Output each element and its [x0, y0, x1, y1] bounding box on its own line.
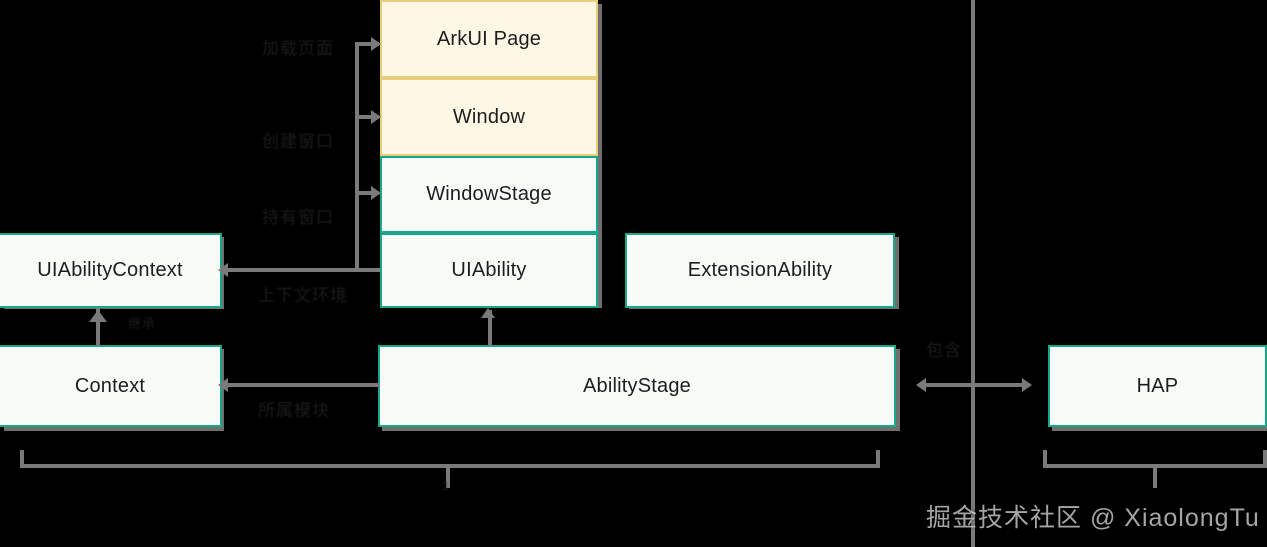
arrowhead-ability-up	[481, 308, 495, 318]
edge-label-context: 上下文环境	[258, 286, 348, 305]
connector-spine	[355, 44, 359, 270]
box-arkui-page-label: ArkUI Page	[436, 27, 542, 50]
box-window-label: Window	[452, 105, 526, 128]
box-ui-ability[interactable]: UIAbility	[380, 233, 598, 308]
box-ability-stage[interactable]: AbilityStage	[378, 345, 896, 427]
connector-to-window-stage	[355, 191, 379, 195]
connector-context-inherit	[96, 308, 100, 346]
bracket-right-tick-start	[1043, 450, 1047, 464]
arrowhead-ui-ability-context	[218, 263, 228, 277]
inheritance-triangle-context	[89, 310, 107, 322]
box-context[interactable]: Context	[0, 345, 222, 427]
arrowhead-window-stage	[371, 186, 381, 200]
vertical-divider	[971, 0, 975, 547]
connector-stage-to-context	[222, 383, 380, 387]
box-ability-stage-label: AbilityStage	[582, 374, 691, 397]
connector-stage-to-ability	[488, 310, 492, 346]
arrowhead-context-left	[218, 378, 228, 392]
edge-label-window: 创建窗口	[262, 132, 334, 151]
bracket-left-label: 1	[442, 478, 451, 493]
box-window[interactable]: Window	[380, 78, 598, 156]
box-hap-label: HAP	[1136, 374, 1179, 397]
box-extension-ability[interactable]: ExtensionAbility	[625, 233, 895, 308]
arrowhead-arkui-page	[371, 37, 381, 51]
box-hap[interactable]: HAP	[1048, 345, 1267, 427]
bracket-right-bar	[1043, 464, 1267, 468]
connector-hap-relation	[925, 383, 1025, 387]
bracket-right-tick-end	[1263, 450, 1267, 464]
box-ui-ability-context[interactable]: UIAbilityContext	[0, 233, 222, 308]
bracket-left-bar	[20, 464, 880, 468]
box-window-stage-label: WindowStage	[426, 183, 552, 205]
bracket-left-stem	[446, 468, 450, 488]
edge-label-stage: 持有窗口	[262, 208, 334, 227]
box-extension-ability-label: ExtensionAbility	[687, 259, 833, 281]
edge-label-inherit: 继承	[128, 316, 157, 331]
edge-label-page: 加载页面	[262, 39, 334, 58]
connector-to-arkui-page	[355, 42, 379, 46]
connector-to-window	[355, 115, 379, 119]
connector-ability-to-context	[222, 268, 380, 272]
arrowhead-hap-right	[1022, 378, 1032, 392]
bracket-right-stem	[1153, 468, 1157, 488]
arrowhead-hap-left	[916, 378, 926, 392]
watermark: 掘金技术社区 @ XiaolongTu	[926, 504, 1260, 532]
box-ui-ability-label: UIAbility	[451, 259, 527, 281]
edge-label-stage-relation: 所属模块	[258, 401, 330, 420]
box-ui-ability-context-label: UIAbilityContext	[37, 259, 183, 281]
bracket-left-tick-start	[20, 450, 24, 464]
edge-label-hap-relation: 包含	[926, 341, 962, 360]
arrowhead-window	[371, 110, 381, 124]
box-window-stage[interactable]: WindowStage	[380, 156, 598, 233]
box-arkui-page[interactable]: ArkUI Page	[380, 0, 598, 78]
box-context-label: Context	[74, 374, 146, 397]
bracket-left-tick-end	[876, 450, 880, 464]
